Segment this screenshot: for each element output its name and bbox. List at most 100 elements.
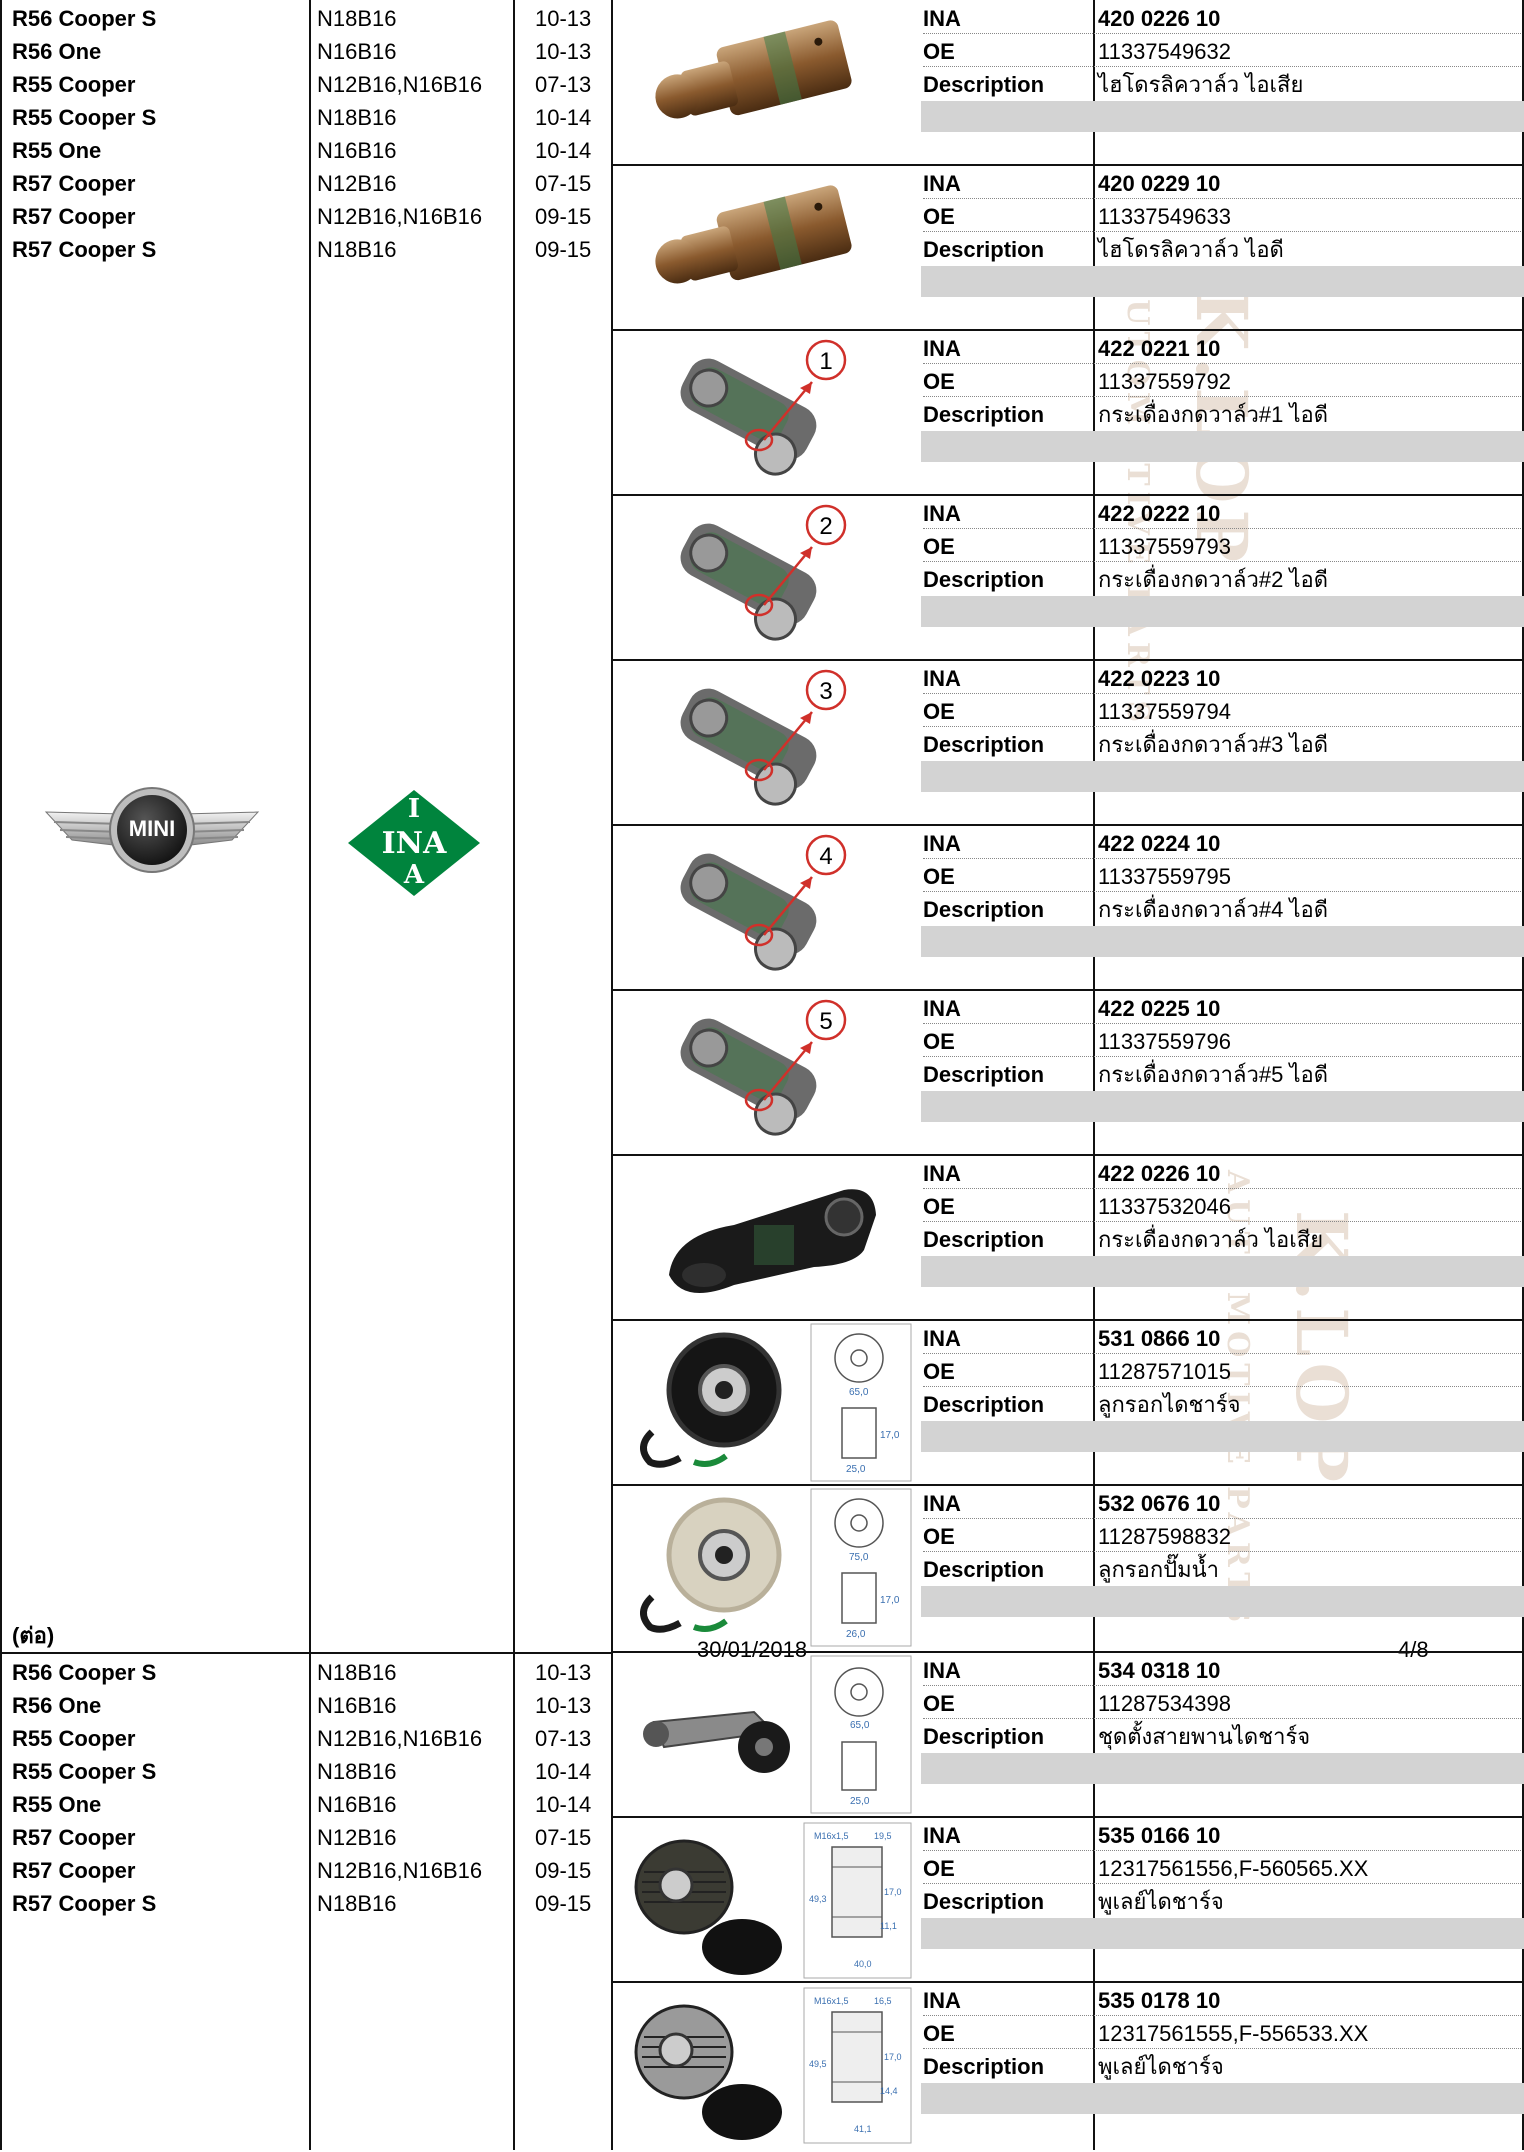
grey-bar (921, 101, 1524, 132)
rocker-arm-icon: 5 (614, 990, 917, 1155)
dotted-divider (923, 2048, 1521, 2049)
watermark-logo: K.LOP (1180, 290, 1263, 568)
ina-part-number: 534 0318 10 (1098, 1658, 1221, 1683)
ina-logo-mid: INA (381, 826, 447, 861)
belt-tensioner-icon: 65,0 25,0 (614, 1652, 917, 1817)
dotted-divider (923, 396, 1521, 397)
vehicle-model: R57 Cooper S (12, 237, 157, 262)
description-text: ลูกรอกไดชาร์จ (1098, 1392, 1241, 1417)
mini-logo-text: MINI (128, 816, 176, 841)
row-divider (611, 1484, 1524, 1486)
vehicle-engine: N18B16 (317, 1759, 397, 1784)
vehicle-engine: N12B16 (317, 1825, 397, 1850)
oe-label: OE (923, 1691, 955, 1716)
svg-text:41,1: 41,1 (854, 2124, 872, 2134)
description-label: Description (923, 1724, 1045, 1749)
description-text: กระเดื่องกดวาล์ว#5 ไอดี (1098, 1062, 1329, 1087)
vehicle-years: 10-14 (535, 105, 592, 130)
vehicle-engine: N18B16 (317, 237, 397, 262)
description-text: กระเดื่องกดวาล์ว#4 ไอดี (1098, 897, 1329, 922)
dotted-divider (923, 66, 1521, 67)
vehicle-model: R55 One (12, 1792, 102, 1817)
vehicle-years: 10-14 (535, 138, 592, 163)
part-row: 2 INA 422 0222 10 OE 11337559793 Descrip… (614, 495, 1524, 660)
row-divider (611, 494, 1524, 496)
svg-text:17,0: 17,0 (884, 2052, 902, 2062)
oe-label: OE (923, 2021, 955, 2046)
dotted-divider (923, 1718, 1521, 1719)
ina-part-number: 531 0866 10 (1098, 1326, 1221, 1351)
oe-label: OE (923, 204, 955, 229)
vehicle-years: 10-13 (535, 39, 592, 64)
oe-label: OE (923, 1856, 955, 1881)
part-row: 65,0 25,0 INA 534 0318 10 OE 11287534398… (614, 1652, 1524, 1817)
vehicle-years: 10-13 (535, 6, 592, 31)
svg-text:75,0: 75,0 (849, 1552, 869, 1563)
vehicle-years: 10-13 (535, 1693, 592, 1718)
row-divider (611, 1651, 1524, 1653)
dotted-divider (923, 1551, 1521, 1552)
vehicle-model: R56 Cooper S (12, 6, 157, 31)
row-divider (611, 989, 1524, 991)
ina-logo-bottom: A (403, 860, 425, 890)
vehicle-model: R57 Cooper (12, 204, 136, 229)
description-label: Description (923, 402, 1045, 427)
grey-bar (921, 1256, 1524, 1287)
svg-text:25,0: 25,0 (846, 1464, 866, 1475)
oe-number: 11337549632 (1098, 39, 1231, 64)
footer-page-number: 4/8 (1398, 1637, 1429, 1662)
oe-label: OE (923, 699, 955, 724)
part-row: INA 420 0226 10 OE 11337549632 Descripti… (614, 0, 1524, 165)
dotted-divider (923, 858, 1521, 859)
vehicle-years: 09-15 (535, 204, 592, 229)
part-row: INA 422 0226 10 OE 11337532046 Descripti… (614, 1155, 1524, 1320)
ina-label: INA (923, 6, 961, 31)
row-divider (611, 164, 1524, 166)
dotted-divider (923, 231, 1521, 232)
oe-label: OE (923, 1524, 955, 1549)
column-divider-value (1093, 0, 1095, 2150)
vehicle-engine: N16B16 (317, 39, 397, 64)
vehicle-years: 10-14 (535, 1759, 592, 1784)
oe-number: 12317561556,F-560565.XX (1098, 1856, 1369, 1881)
ina-part-number: 422 0222 10 (1098, 501, 1221, 526)
description-text: กระเดื่องกดวาล์ว ไอเสีย (1098, 1227, 1324, 1252)
vehicle-engine: N12B16,N16B16 (317, 1726, 483, 1751)
oe-label: OE (923, 39, 955, 64)
vehicle-engine: N12B16,N16B16 (317, 72, 483, 97)
ina-label: INA (923, 831, 961, 856)
oe-label: OE (923, 534, 955, 559)
vehicle-model: R57 Cooper (12, 1825, 136, 1850)
oe-number: 11287598832 (1098, 1524, 1231, 1549)
vehicle-engine: N18B16 (317, 1660, 397, 1685)
footer-date: 30/01/2018 (697, 1637, 808, 1662)
ina-label: INA (923, 996, 961, 1021)
description-text: ชุดตั้งสายพานไดชาร์จ (1098, 1724, 1311, 1749)
hydraulic-lifter-icon (614, 0, 917, 165)
dotted-divider (923, 1850, 1521, 1851)
vehicle-years: 09-15 (535, 1858, 592, 1883)
svg-text:2: 2 (819, 513, 832, 540)
part-row: 3 INA 422 0223 10 OE 11337559794 Descrip… (614, 660, 1524, 825)
oe-number: 11287571015 (1098, 1359, 1231, 1384)
ina-label: INA (923, 1988, 961, 2013)
description-label: Description (923, 732, 1045, 757)
part-row: 1 INA 422 0221 10 OE 11337559792 Descrip… (614, 330, 1524, 495)
watermark-text: K.LOP (1180, 290, 1263, 569)
dotted-divider (923, 1386, 1521, 1387)
rocker-arm-icon: 2 (614, 495, 917, 660)
part-row: INA 420 0229 10 OE 11337549633 Descripti… (614, 165, 1524, 330)
dotted-divider (923, 1883, 1521, 1884)
idler-pulley-light-icon: 75,0 17,0 26,0 (614, 1485, 917, 1650)
grey-bar (921, 1421, 1524, 1452)
ina-label: INA (923, 1658, 961, 1683)
vehicle-model: R56 One (12, 39, 102, 64)
description-text: ไฮโดรลิควาล์ว ไอเสีย (1098, 72, 1304, 97)
continued-label: (ต่อ) (12, 1623, 55, 1648)
dotted-divider (923, 1188, 1521, 1189)
vehicle-engine: N12B16 (317, 171, 397, 196)
grey-bar (921, 926, 1524, 957)
vehicle-years: 07-13 (535, 1726, 592, 1751)
vehicle-model: R55 Cooper (12, 1726, 136, 1751)
